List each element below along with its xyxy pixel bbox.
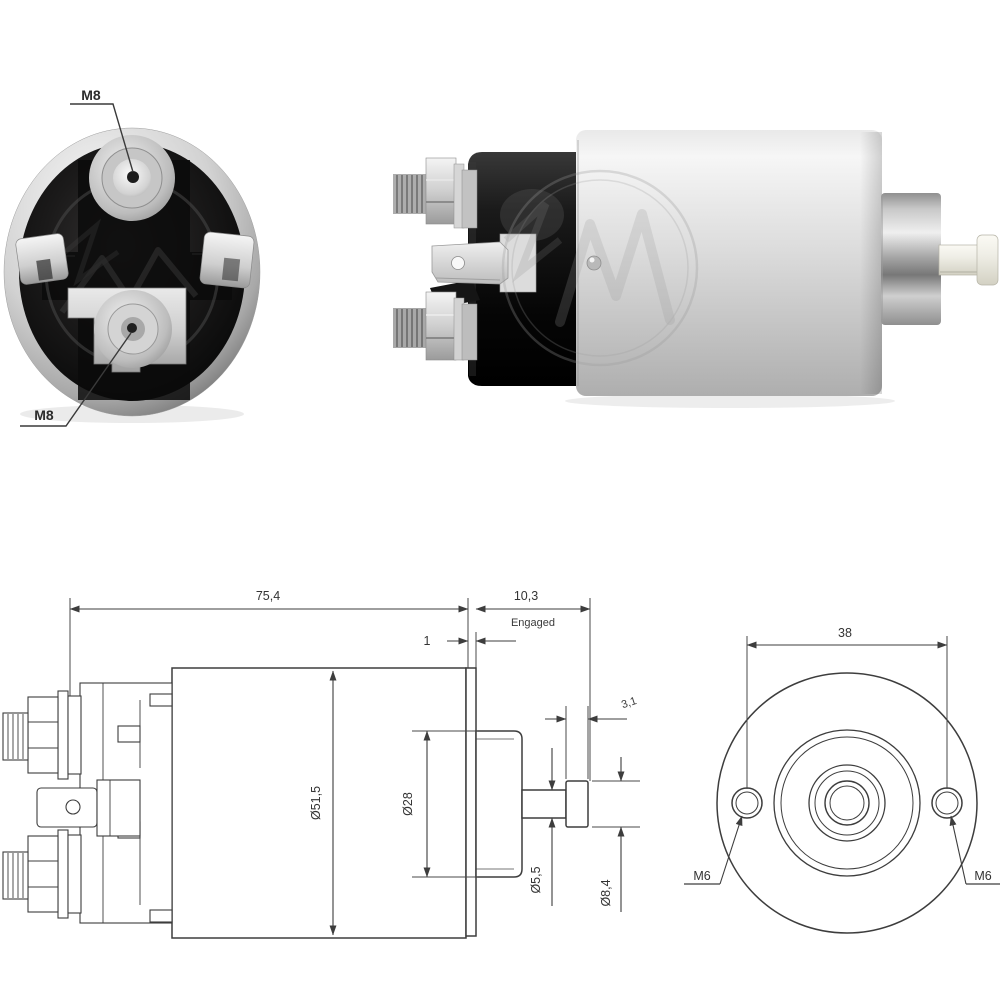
photo-side-view [393, 130, 999, 408]
cylinder-edge-shade [860, 132, 882, 394]
front-ring-b-inner [814, 770, 880, 836]
body-outline [171, 667, 467, 939]
front-center-inner [829, 785, 865, 821]
photo-shadow [565, 394, 895, 408]
contact-tab-left [15, 233, 69, 285]
m6-callout-right: M6 [949, 815, 1000, 885]
m8-callout-top: M8 [70, 87, 134, 173]
m6-label-right: M6 [974, 869, 991, 883]
dim-hole-spacing: 38 [838, 626, 852, 640]
m8-label-bottom: M8 [34, 407, 54, 423]
terminal-stud-bottom [67, 287, 187, 373]
mounting-stud-bottom [393, 280, 480, 361]
m8-callout-bottom: M8 [20, 332, 132, 427]
cap-notch-3 [149, 693, 173, 707]
terminal-stud-top [89, 135, 175, 221]
front-center-outer [824, 780, 870, 826]
m6-leader-right [949, 815, 967, 885]
end-collar [881, 193, 941, 325]
front-outer-circle [716, 672, 978, 934]
engaged-label: Engaged [511, 617, 555, 629]
m8-label-top: M8 [81, 87, 101, 103]
flange-outline [465, 667, 477, 937]
m6-hole-right-inner [935, 791, 959, 815]
zm-watermark-icon [501, 169, 699, 367]
m6-callout-left: M6 [684, 815, 743, 885]
dim-pin-diameter: Ø8,4 [599, 879, 613, 906]
vent-dimple [586, 255, 602, 271]
drawing-front-view: 38 M6 M6 [684, 626, 1000, 934]
front-ring-a-inner [780, 736, 914, 870]
m8-leader-top [70, 103, 134, 173]
nose-outline [475, 730, 523, 878]
dim-body-diameter: Ø51,5 [309, 786, 323, 820]
cap-notch-4 [149, 909, 173, 923]
dim-shaft-diameter: Ø5,5 [529, 866, 543, 893]
m6-label-left: M6 [693, 869, 710, 883]
drawn-stud-bottom [2, 829, 82, 919]
front-ring-b-outer [808, 764, 886, 842]
contact-tab-right [199, 231, 255, 289]
photo-end-view: M8 M8 [3, 87, 261, 427]
spade-terminal [431, 233, 537, 293]
vent-dimple-highlight [589, 257, 595, 263]
drawn-spade-terminal [36, 779, 141, 837]
shaft-outline [521, 789, 567, 819]
m6-leader-left [719, 815, 743, 885]
plunger-pin [938, 234, 999, 286]
pin-outline [565, 780, 589, 828]
cap-notch-1 [117, 725, 141, 743]
m6-hole-left-inner [735, 791, 759, 815]
dim-nose-diameter: Ø28 [401, 792, 415, 816]
dim-engaged-length: 10,3 [514, 589, 538, 603]
cylinder-body [576, 130, 882, 396]
dim-pin-tip-length: 3,1 [620, 695, 638, 711]
front-ring-a-outer [773, 729, 921, 877]
dim-overall-length: 75,4 [256, 589, 280, 603]
m8-leader-bottom [20, 332, 132, 427]
mounting-stud-top [393, 157, 478, 229]
cap-highlight [500, 189, 564, 241]
drawn-stud-top [2, 690, 82, 780]
drawing-side-view: 75,4 10,3 Engaged 1 Ø51,5 [2, 589, 640, 939]
dim-flange-thickness: 1 [424, 634, 431, 648]
